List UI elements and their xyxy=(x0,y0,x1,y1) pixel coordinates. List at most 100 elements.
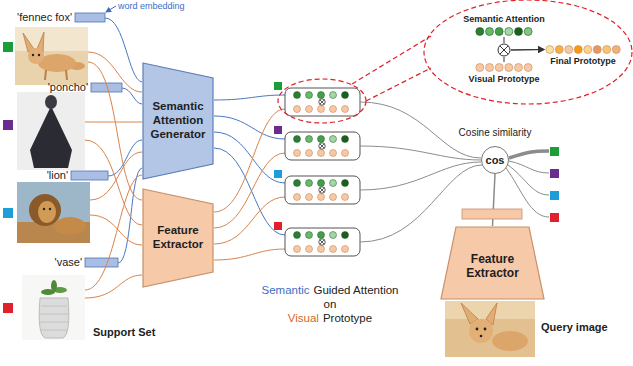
vector-dot xyxy=(524,28,532,36)
multiply-symbol xyxy=(320,240,324,244)
vector-dots xyxy=(545,45,621,54)
vector-dots xyxy=(475,27,533,36)
query-embedding-bar xyxy=(462,209,522,219)
generator-block: Semantic Attention Generator xyxy=(142,62,214,180)
attention-dot xyxy=(342,92,349,99)
visual-dot xyxy=(294,106,301,113)
attention-dot xyxy=(330,232,337,239)
vector-dot xyxy=(555,46,563,54)
visual-dot xyxy=(294,194,301,201)
visual-dot xyxy=(294,246,301,253)
output-wires xyxy=(506,151,549,217)
visual-dot xyxy=(342,194,349,201)
visual-dot xyxy=(306,106,313,113)
multiply-symbol xyxy=(320,240,324,244)
class-word: 'poncho' xyxy=(48,81,88,94)
visual-dot xyxy=(306,246,313,253)
final-vector: Final Prototype xyxy=(545,45,621,54)
caption-line: on xyxy=(240,297,420,311)
multiply-symbol xyxy=(319,143,325,149)
class-square xyxy=(274,82,282,90)
caption-word: Prototype xyxy=(323,312,372,324)
vector-dot xyxy=(515,64,523,72)
visual-dot xyxy=(330,106,337,113)
class-word: 'vase' xyxy=(55,256,82,269)
set-label: Support Set xyxy=(93,326,155,339)
vector-dot xyxy=(546,46,554,54)
block-text-area: Semantic Attention Generator xyxy=(142,62,214,180)
word-embedding-bars xyxy=(71,13,122,267)
prototype-box xyxy=(285,228,360,256)
attention-dot xyxy=(318,232,325,239)
multiply-symbol xyxy=(320,188,324,192)
vector-dot xyxy=(495,28,503,36)
caption-word: Semantic xyxy=(262,284,310,296)
vector-dot xyxy=(486,28,494,36)
pointer-arrow xyxy=(106,6,116,12)
semantic-wires xyxy=(214,95,285,235)
visual-dot xyxy=(294,150,301,157)
class-word: 'fennec fox' xyxy=(17,11,72,24)
attention-dot xyxy=(306,136,313,143)
vase-image xyxy=(22,275,85,340)
caption-line: Visual Prototype xyxy=(240,311,420,325)
vector-dot xyxy=(476,64,484,72)
cosine-circle: Cosine similaritycos xyxy=(481,146,509,174)
vector-dot xyxy=(584,46,592,54)
multiply-symbol xyxy=(319,187,325,193)
vector-heading: Visual Prototype xyxy=(469,74,540,85)
visual-dot xyxy=(318,194,325,201)
class-squares xyxy=(3,42,13,313)
block-shape xyxy=(441,227,544,299)
prototype-box xyxy=(285,132,360,160)
block-label: Feature Extractor xyxy=(453,252,533,281)
class-word: 'lion' xyxy=(47,169,68,182)
attention-dot xyxy=(330,136,337,143)
caption-word: Guided Attention xyxy=(313,284,398,296)
vector-dot xyxy=(486,64,494,72)
vector-dot xyxy=(476,28,484,36)
prototype-box xyxy=(285,176,360,204)
visual-dot xyxy=(342,150,349,157)
multiply-symbol xyxy=(319,239,325,245)
lion-image xyxy=(17,182,90,243)
circle-heading: Cosine similarity xyxy=(459,127,532,139)
class-square xyxy=(274,170,282,178)
visual-dot xyxy=(342,246,349,253)
extractor-block: Feature Extractor xyxy=(142,188,214,288)
set-label: Query image xyxy=(541,321,608,334)
image-wires xyxy=(85,52,142,298)
vector-dot xyxy=(505,28,513,36)
multiply-symbol xyxy=(320,144,324,148)
vector-dot xyxy=(565,46,573,54)
attention-dot xyxy=(318,92,325,99)
visual-dot xyxy=(306,150,313,157)
attention-dot xyxy=(306,232,313,239)
attention-dot xyxy=(342,232,349,239)
visual-dot xyxy=(330,150,337,157)
attention-dot xyxy=(306,92,313,99)
block-shape xyxy=(143,63,213,179)
caption-note: word embedding xyxy=(118,1,185,12)
callout-zoom xyxy=(278,0,632,123)
multiply-symbol xyxy=(320,100,324,104)
visual-dot xyxy=(318,106,325,113)
visual-dot xyxy=(306,194,313,201)
vector-dot xyxy=(603,46,611,54)
vector-heading: Final Prototype xyxy=(550,56,616,67)
block-text-area: Feature Extractor xyxy=(440,226,545,300)
attention-dot xyxy=(294,92,301,99)
visual-dot xyxy=(342,106,349,113)
attention-dot xyxy=(306,180,313,187)
vector-dot xyxy=(495,64,503,72)
visual-dot xyxy=(318,150,325,157)
visual-dot xyxy=(330,246,337,253)
attention-dot xyxy=(318,136,325,143)
query-image xyxy=(445,301,535,357)
caption-block: SemanticGuided AttentiononVisual Prototyp… xyxy=(240,283,420,325)
attention-dot xyxy=(294,232,301,239)
vector-heading: Semantic Attention xyxy=(463,14,545,25)
caption-word: Visual xyxy=(288,312,319,324)
class-square xyxy=(274,222,282,230)
